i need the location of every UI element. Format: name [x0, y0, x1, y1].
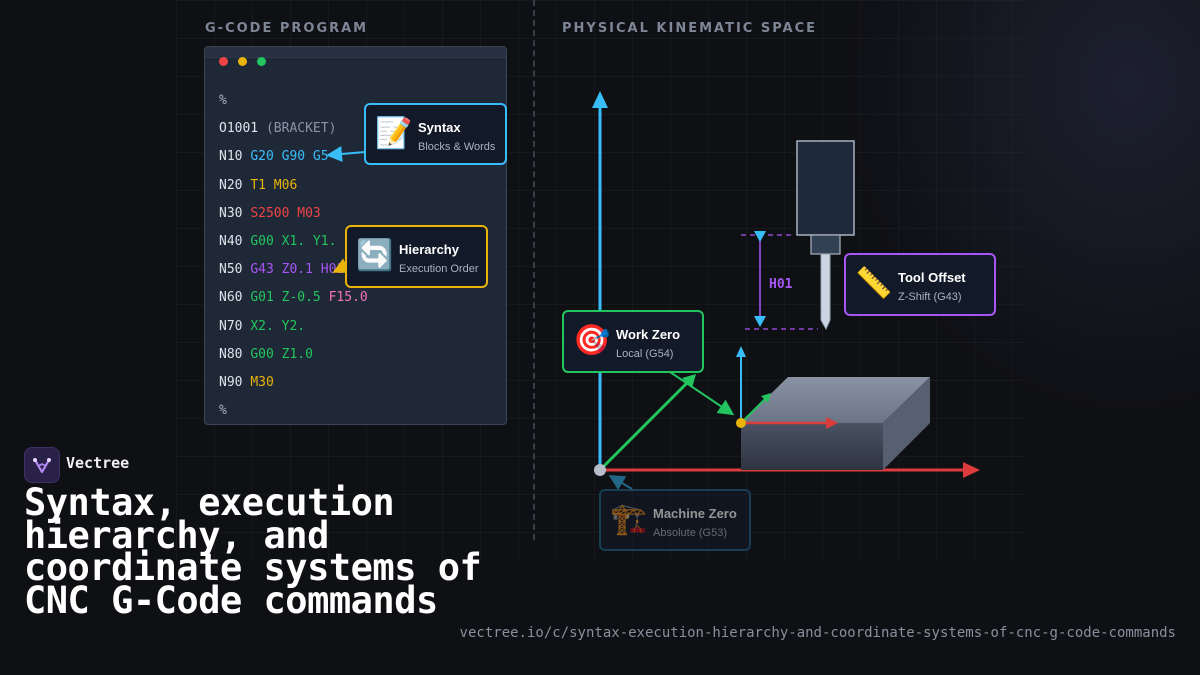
code-token: N10: [219, 149, 251, 165]
offset-arrow-top: [754, 231, 766, 242]
code-line: N60 G01 Z-0.5 F15.0: [219, 290, 368, 305]
machine-y-axis: [598, 380, 690, 472]
code-token: G00 X1. Y1.: [250, 234, 337, 249]
code-token: N20: [219, 177, 251, 193]
syntax-connector: [326, 146, 366, 162]
code-token: N60: [219, 290, 251, 306]
code-token: G20 G90 G5: [250, 149, 329, 165]
code-token: (BRACKET): [265, 121, 337, 137]
syntax-callout-title: Syntax: [418, 120, 461, 135]
h01-label: H01: [769, 277, 793, 292]
tool-offset-callout-title: Tool Offset: [898, 270, 966, 285]
code-token: N30: [219, 205, 251, 221]
spindle-body: [796, 140, 855, 236]
machine-x-arrowhead: [963, 462, 980, 478]
hierarchy-connector: [332, 258, 351, 273]
workpiece-side-face: [883, 377, 930, 470]
code-token: N40: [219, 234, 251, 249]
work-zero-connector: [669, 371, 735, 416]
cutting-tool: [820, 253, 831, 331]
code-token: N90: [219, 375, 251, 390]
tool-holder: [810, 234, 841, 255]
section-divider: [533, 0, 535, 540]
ruler-icon: 📏: [855, 266, 893, 301]
brand-logo-icon: [24, 447, 60, 483]
close-dot-icon: [219, 57, 228, 66]
machine-zero-callout: 🏗️ Machine Zero Absolute (G53): [599, 489, 751, 551]
background-glow: [840, 0, 1200, 420]
code-token: N50: [219, 262, 251, 278]
work-z-arrowhead: [736, 346, 746, 357]
work-y-arrowhead: [761, 393, 771, 403]
work-zero-callout: 🎯 Work Zero Local (G54): [562, 310, 704, 373]
code-line: %: [219, 403, 227, 418]
crane-icon: 🏗️: [610, 502, 648, 537]
code-line: N70 X2. Y2.: [219, 319, 305, 334]
machine-y-arrowhead: [682, 374, 696, 388]
code-token: T1 M06: [250, 177, 298, 193]
machine-z-arrowhead: [592, 91, 608, 108]
machine-zero-connector: [608, 474, 633, 491]
code-token: X2. Y2.: [250, 318, 306, 334]
offset-arrow-bottom: [754, 316, 766, 327]
code-line: N40 G00 X1. Y1.: [219, 234, 336, 249]
left-section-title: G-CODE PROGRAM: [205, 21, 369, 36]
target-icon: 🎯: [573, 323, 611, 358]
workpiece-front-face: [741, 423, 883, 470]
work-y-axis: [740, 397, 767, 424]
hierarchy-callout: 🔄 Hierarchy Execution Order: [345, 225, 488, 288]
maximize-dot-icon: [257, 57, 266, 66]
code-line: N90 M30: [219, 375, 274, 390]
code-token: M30: [250, 375, 274, 390]
code-window-titlebar: [205, 47, 506, 58]
code-token: G00 Z1.0: [250, 346, 313, 362]
tool-offset-callout-subtitle: Z-Shift (G43): [898, 291, 962, 303]
work-zero-callout-title: Work Zero: [616, 327, 681, 342]
code-line: O1001 (BRACKET): [219, 121, 336, 136]
code-token: O1001: [219, 121, 266, 137]
minimize-dot-icon: [238, 57, 247, 66]
memo-icon: 📝: [375, 116, 413, 151]
work-x-arrowhead: [826, 417, 838, 429]
work-zero-callout-subtitle: Local (G54): [616, 348, 674, 360]
code-token: N70: [219, 318, 251, 334]
workpiece-top-face: [741, 377, 930, 423]
cycle-arrows-icon: 🔄: [356, 238, 394, 273]
code-token: F15.0: [328, 290, 368, 306]
code-token: %: [219, 93, 227, 108]
code-line: N10 G20 G90 G5: [219, 149, 329, 164]
machine-zero-callout-subtitle: Absolute (G53): [653, 527, 727, 539]
tool-offset-callout: 📏 Tool Offset Z-Shift (G43): [844, 253, 996, 316]
work-zero-point: [736, 418, 746, 428]
machine-zero-callout-title: Machine Zero: [653, 506, 737, 521]
syntax-callout: 📝 Syntax Blocks & Words: [364, 103, 507, 165]
code-line: N30 S2500 M03: [219, 206, 321, 221]
code-line: %: [219, 93, 227, 108]
source-url: vectree.io/c/syntax-execution-hierarchy-…: [459, 625, 1176, 641]
code-token: G01 Z-0.5: [250, 290, 329, 306]
machine-zero-point: [594, 464, 606, 476]
code-line: N80 G00 Z1.0: [219, 347, 313, 362]
brand-name: Vectree: [66, 454, 130, 472]
code-line: N20 T1 M06: [219, 178, 297, 193]
syntax-callout-subtitle: Blocks & Words: [418, 141, 496, 153]
code-token: N80: [219, 346, 251, 362]
code-token: %: [219, 403, 227, 419]
right-section-title: PHYSICAL KINEMATIC SPACE: [562, 21, 818, 36]
hierarchy-callout-title: Hierarchy: [399, 242, 459, 257]
page-title: Syntax, execution hierarchy, and coordin…: [24, 481, 482, 622]
hierarchy-callout-subtitle: Execution Order: [399, 263, 479, 275]
code-token: S2500 M03: [250, 205, 321, 221]
